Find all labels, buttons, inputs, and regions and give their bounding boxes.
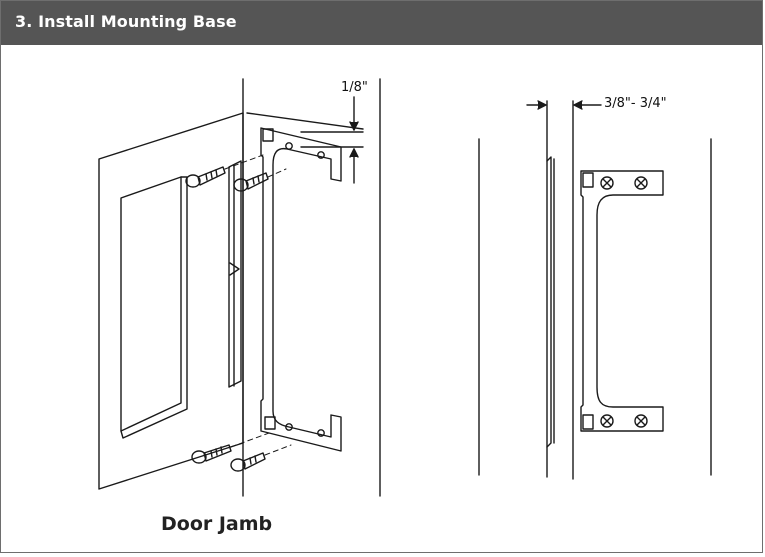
gap-dimension-left <box>300 96 364 184</box>
door-face-plate <box>98 112 244 490</box>
bracket-hole <box>285 142 293 150</box>
section-header: 3. Install Mounting Base <box>1 1 762 45</box>
jamb-top-edge <box>246 112 364 130</box>
gap-label-right: 3/8"- 3/4" <box>604 96 667 111</box>
left-view <box>98 78 381 497</box>
screw-icon <box>191 444 232 464</box>
strike-slot <box>228 160 242 388</box>
screw-icon <box>185 166 226 188</box>
bracket-tab-bottom <box>264 416 276 430</box>
bracket-hole <box>317 151 325 159</box>
screw-icon <box>233 172 269 192</box>
bracket-hole <box>317 429 325 437</box>
door-jamb-caption: Door Jamb <box>161 513 273 535</box>
screw-icon <box>230 452 266 472</box>
mounting-base-bracket <box>260 127 342 452</box>
gap-dimension-right <box>526 100 602 110</box>
door-edge-profile <box>546 100 555 478</box>
screw-head-icon <box>600 176 614 190</box>
screw-guide-lines <box>224 154 292 456</box>
right-view <box>478 100 712 480</box>
screw-head-icon <box>634 176 648 190</box>
section-title: 3. Install Mounting Base <box>15 12 237 31</box>
screw-head-icon <box>600 414 614 428</box>
gap-label-left: 1/8" <box>341 80 368 95</box>
bracket-tab-top <box>262 128 274 142</box>
bracket-hole <box>285 423 293 431</box>
mounting-base-bracket-side <box>580 170 664 432</box>
screw-head-icon <box>634 414 648 428</box>
